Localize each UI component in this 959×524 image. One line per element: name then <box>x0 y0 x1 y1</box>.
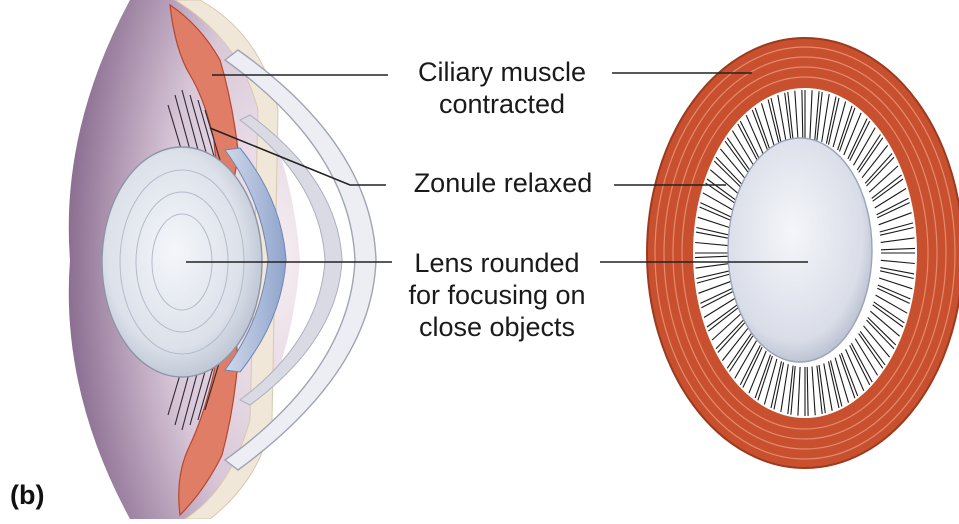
label-line: Ciliary muscle <box>392 56 612 88</box>
lens-front <box>728 138 872 362</box>
label-line: for focusing on <box>392 279 602 311</box>
panel-tag: (b) <box>10 480 44 511</box>
label-line: Zonule relaxed <box>388 167 618 199</box>
label-line: contracted <box>392 88 612 120</box>
label-ciliary-muscle: Ciliary muscle contracted <box>392 56 612 120</box>
label-line: Lens rounded <box>392 247 602 279</box>
label-lens: Lens rounded for focusing on close objec… <box>392 247 602 343</box>
front-view <box>647 38 959 468</box>
label-zonule: Zonule relaxed <box>388 167 618 199</box>
label-line: close objects <box>392 311 602 343</box>
eye-section <box>69 0 376 519</box>
